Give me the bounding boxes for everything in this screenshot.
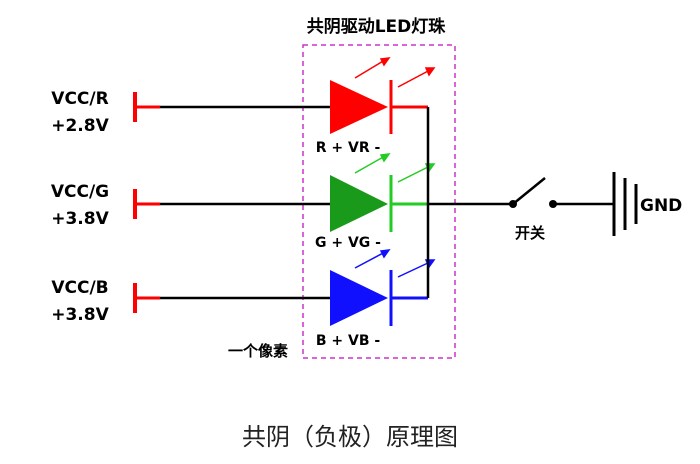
blue-supply-name: VCC/B: [51, 278, 108, 298]
pixel-label: 一个像素: [228, 342, 288, 360]
led-package-box: [302, 44, 456, 359]
diagram-caption: 共阴（负极）原理图: [242, 423, 458, 451]
diagram-title: 共阴驱动LED灯珠: [307, 17, 447, 37]
blue-channel: VCC/B +3.8V B + VB -: [51, 249, 436, 349]
blue-supply-voltage: +3.8V: [51, 305, 109, 325]
blue-pin-label: B + VB -: [316, 333, 381, 349]
red-led-triangle: [330, 80, 388, 134]
red-emission-arrows: [354, 57, 436, 88]
red-supply-voltage: +2.8V: [51, 116, 109, 136]
blue-emission-arrows: [354, 249, 436, 278]
red-pin-label: R + VR -: [316, 140, 381, 156]
green-led-triangle: [330, 175, 388, 232]
green-supply-voltage: +3.8V: [51, 209, 109, 229]
switch-lever: [512, 177, 546, 205]
switch: 开关: [509, 177, 557, 242]
green-pin-label: G + VG -: [315, 235, 381, 251]
red-supply-name: VCC/R: [51, 89, 108, 109]
switch-label: 开关: [515, 224, 545, 242]
green-channel: VCC/G +3.8V G + VG -: [51, 153, 436, 251]
ground-symbol: [612, 172, 638, 236]
green-emission-arrows: [354, 153, 436, 183]
red-channel: VCC/R +2.8V R + VR -: [51, 57, 436, 156]
ground-label: GND: [640, 196, 682, 216]
blue-led-triangle: [330, 270, 388, 326]
green-supply-name: VCC/G: [51, 182, 109, 202]
